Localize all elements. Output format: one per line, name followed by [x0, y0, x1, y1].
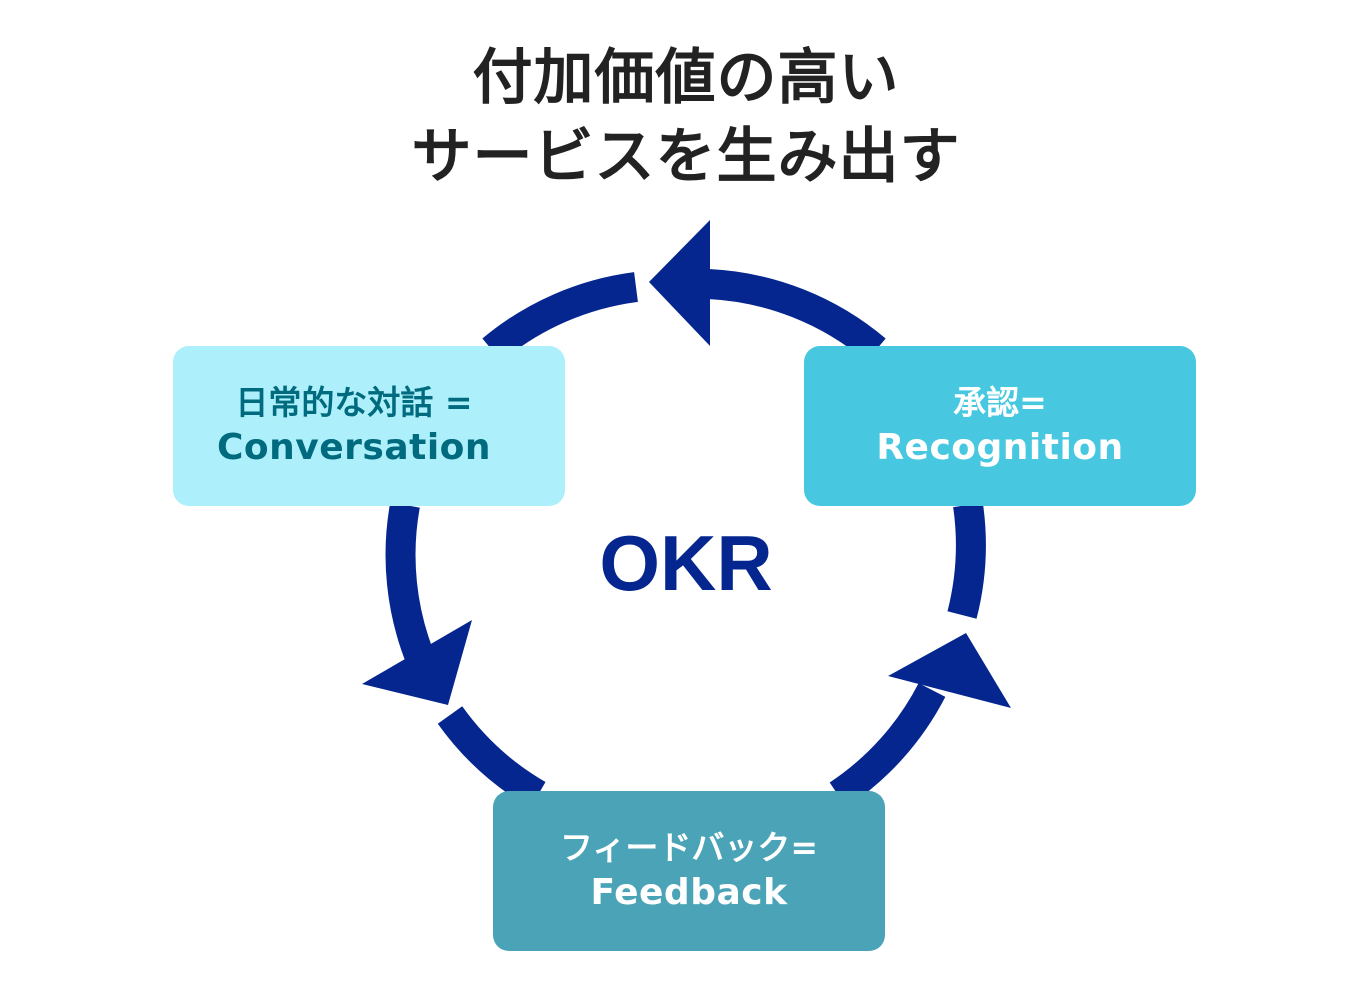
- node-feedback: フィードバック= Feedback: [493, 791, 885, 951]
- diagram-title-line-1: 付加価値の高い: [472, 43, 900, 113]
- node-feedback-en: Feedback: [590, 872, 788, 913]
- node-recognition-jp: 承認=: [953, 383, 1047, 422]
- arrowhead-top-icon: [649, 220, 710, 346]
- node-conversation-en: Conversation: [216, 427, 492, 468]
- arc-feedback-to-right: [829, 682, 946, 808]
- arrowhead-left-icon: [362, 620, 472, 705]
- arc-top-to-conversation: [482, 272, 639, 362]
- arc-recognition-to-top: [707, 269, 886, 362]
- node-recognition: 承認= Recognition: [804, 346, 1196, 506]
- node-recognition-en: Recognition: [876, 427, 1124, 468]
- center-label-okr: OKR: [599, 519, 773, 607]
- arc-left-to-feedback: [437, 706, 546, 808]
- arc-conversation-left: [385, 502, 435, 666]
- diagram-title-line-2: サービスを生み出す: [411, 122, 961, 192]
- node-conversation: 日常的な対話 = Conversation: [173, 346, 565, 506]
- node-feedback-jp: フィードバック=: [560, 828, 818, 867]
- arrowhead-right-icon: [888, 633, 1011, 708]
- arc-right-to-recognition: [947, 502, 986, 619]
- node-conversation-jp: 日常的な対話 =: [235, 383, 473, 422]
